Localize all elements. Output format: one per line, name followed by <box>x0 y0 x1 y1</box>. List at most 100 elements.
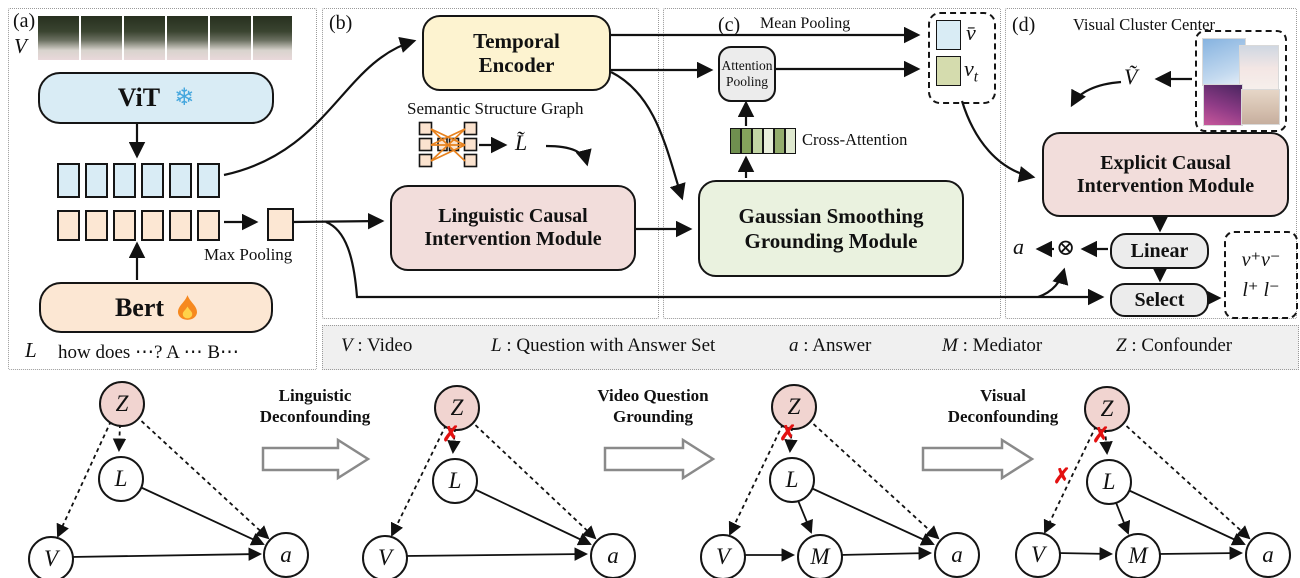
attention-weight-token <box>741 128 752 154</box>
gsgm-line2: Grounding Module <box>744 228 918 253</box>
g2-node-a: a <box>590 533 636 578</box>
video-frame <box>38 16 79 60</box>
cluster-image <box>1239 45 1279 97</box>
legend-item-video: V : Video <box>341 335 413 356</box>
linguistic-causal-intervention-module: Linguistic Causal Intervention Module <box>390 185 636 271</box>
g4-node-a: a <box>1245 532 1291 578</box>
g3-node-m: M <box>797 534 843 578</box>
video-frame <box>210 16 251 60</box>
g3-node-z: Z <box>771 384 817 430</box>
section-d-label: (d) <box>1012 14 1036 36</box>
text-token <box>85 210 108 241</box>
question-symbol: L <box>25 338 37 362</box>
section-d-frame <box>1005 8 1297 319</box>
v-t-swatch <box>936 56 961 86</box>
g4-node-m: M <box>1115 533 1161 578</box>
g1-node-v: V <box>28 536 74 578</box>
semantic-structure-graph-icon <box>418 121 478 168</box>
semantic-graph-caption: Semantic Structure Graph <box>407 99 584 118</box>
text-token <box>197 210 220 241</box>
select-box: Select <box>1110 283 1209 317</box>
contrastive-samples-box: v⁺v⁻ l⁺ l⁻ <box>1224 231 1298 319</box>
text-token <box>57 210 80 241</box>
cross-attention-label: Cross-Attention <box>802 130 908 149</box>
legend-item-mediator: M : Mediator <box>942 335 1043 356</box>
g1-node-a: a <box>263 532 309 578</box>
visual-cluster-center-label: Visual Cluster Center <box>1073 15 1215 34</box>
visual-token <box>57 163 80 198</box>
attention-pooling-line1: Attention <box>721 58 773 74</box>
otimes-operator: ⊗ <box>1056 235 1076 260</box>
ecim-line2: Intervention Module <box>1076 174 1255 197</box>
g4-node-l: L <box>1086 459 1132 505</box>
snowflake-icon: ❄ <box>174 83 195 112</box>
text-token <box>113 210 136 241</box>
section-b-frame <box>322 8 659 319</box>
visual-token <box>113 163 136 198</box>
g1-node-z: Z <box>99 381 145 427</box>
video-symbol: V <box>14 34 27 58</box>
video-frame <box>124 16 165 60</box>
v-bar-swatch <box>936 20 961 50</box>
question-text: how does ⋯? A ⋯ B⋯ <box>58 342 240 363</box>
select-label: Select <box>1134 288 1185 311</box>
g4-node-z: Z <box>1084 386 1130 432</box>
video-frame <box>81 16 122 60</box>
attention-pooling-box: Attention Pooling <box>718 46 776 102</box>
legend-item-answer: a : Answer <box>789 335 872 356</box>
cluster-image <box>1203 84 1243 126</box>
text-token <box>169 210 192 241</box>
visual-token <box>197 163 220 198</box>
lcim-line2: Intervention Module <box>424 228 602 250</box>
section-c-frame <box>663 8 1001 319</box>
g3-node-l: L <box>769 457 815 503</box>
linear-label: Linear <box>1130 239 1189 262</box>
vit-label: ViT <box>117 83 161 113</box>
g2-node-z: Z <box>434 385 480 431</box>
legend-item-confounder: Z : Confounder <box>1116 335 1233 356</box>
section-a-frame <box>8 8 317 370</box>
g3-node-v: V <box>700 534 746 578</box>
visual-token <box>141 163 164 198</box>
visual-token <box>85 163 108 198</box>
g2-node-v: V <box>362 535 408 578</box>
section-b-label: (b) <box>329 12 353 34</box>
visual-cluster-images-box <box>1195 30 1287 132</box>
l-tilde-symbol: L̃ <box>515 130 528 155</box>
attention-weight-token <box>752 128 763 154</box>
g1-node-l: L <box>98 456 144 502</box>
v-tilde-symbol: Ṽ <box>1124 64 1138 89</box>
g2-cut-z-l-icon: ✗ <box>442 422 460 446</box>
linear-box: Linear <box>1110 233 1209 269</box>
bert-box: Bert <box>39 282 273 333</box>
text-token <box>141 210 164 241</box>
video-frame <box>167 16 208 60</box>
gaussian-smoothing-grounding-module: Gaussian Smoothing Grounding Module <box>698 180 964 277</box>
attention-weight-token <box>774 128 785 154</box>
pooled-feature-legend-box <box>928 12 996 104</box>
pooled-text-token <box>267 208 294 241</box>
g3-cut-z-l-icon: ✗ <box>779 421 797 445</box>
answer-symbol: a <box>1013 234 1024 259</box>
attention-pooling-line2: Pooling <box>725 74 768 89</box>
temporal-encoder-box: Temporal Encoder <box>422 15 611 91</box>
max-pooling-label: Max Pooling <box>204 245 293 264</box>
fire-icon <box>178 295 198 320</box>
attention-weight-token <box>730 128 741 154</box>
attention-weight-token <box>763 128 774 154</box>
cluster-image <box>1241 89 1280 125</box>
temporal-encoder-line1: Temporal <box>473 28 560 53</box>
pos-neg-linguistic: l⁺ l⁻ <box>1242 279 1280 301</box>
explicit-causal-intervention-module: Explicit Causal Intervention Module <box>1042 132 1289 217</box>
g3-node-a: a <box>934 532 980 578</box>
section-c-label: (c) <box>718 14 741 36</box>
bert-label: Bert <box>114 292 165 322</box>
mean-pooling-label: Mean Pooling <box>760 15 851 32</box>
attention-weight-token <box>785 128 796 154</box>
g2-node-l: L <box>432 458 478 504</box>
